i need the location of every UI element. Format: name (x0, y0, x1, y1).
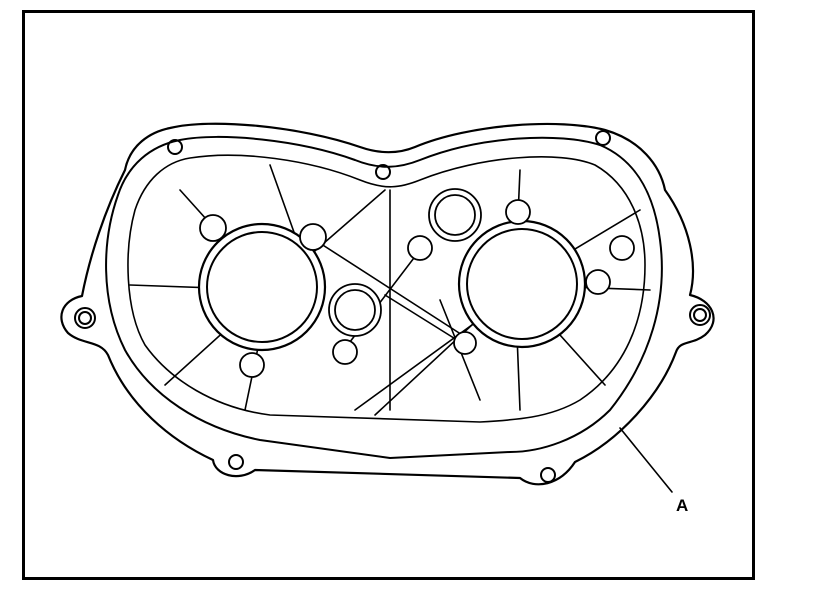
bosses (199, 188, 635, 378)
inner-rail-outline (127, 154, 646, 423)
callout-leader-line (619, 427, 673, 493)
outer-flange-outline (60, 122, 715, 486)
diagram-frame (22, 10, 755, 580)
gasket-outline (105, 135, 663, 459)
bolt-holes (74, 130, 711, 483)
callout-label-a: A (676, 496, 689, 515)
bearing-bores (197, 219, 587, 352)
